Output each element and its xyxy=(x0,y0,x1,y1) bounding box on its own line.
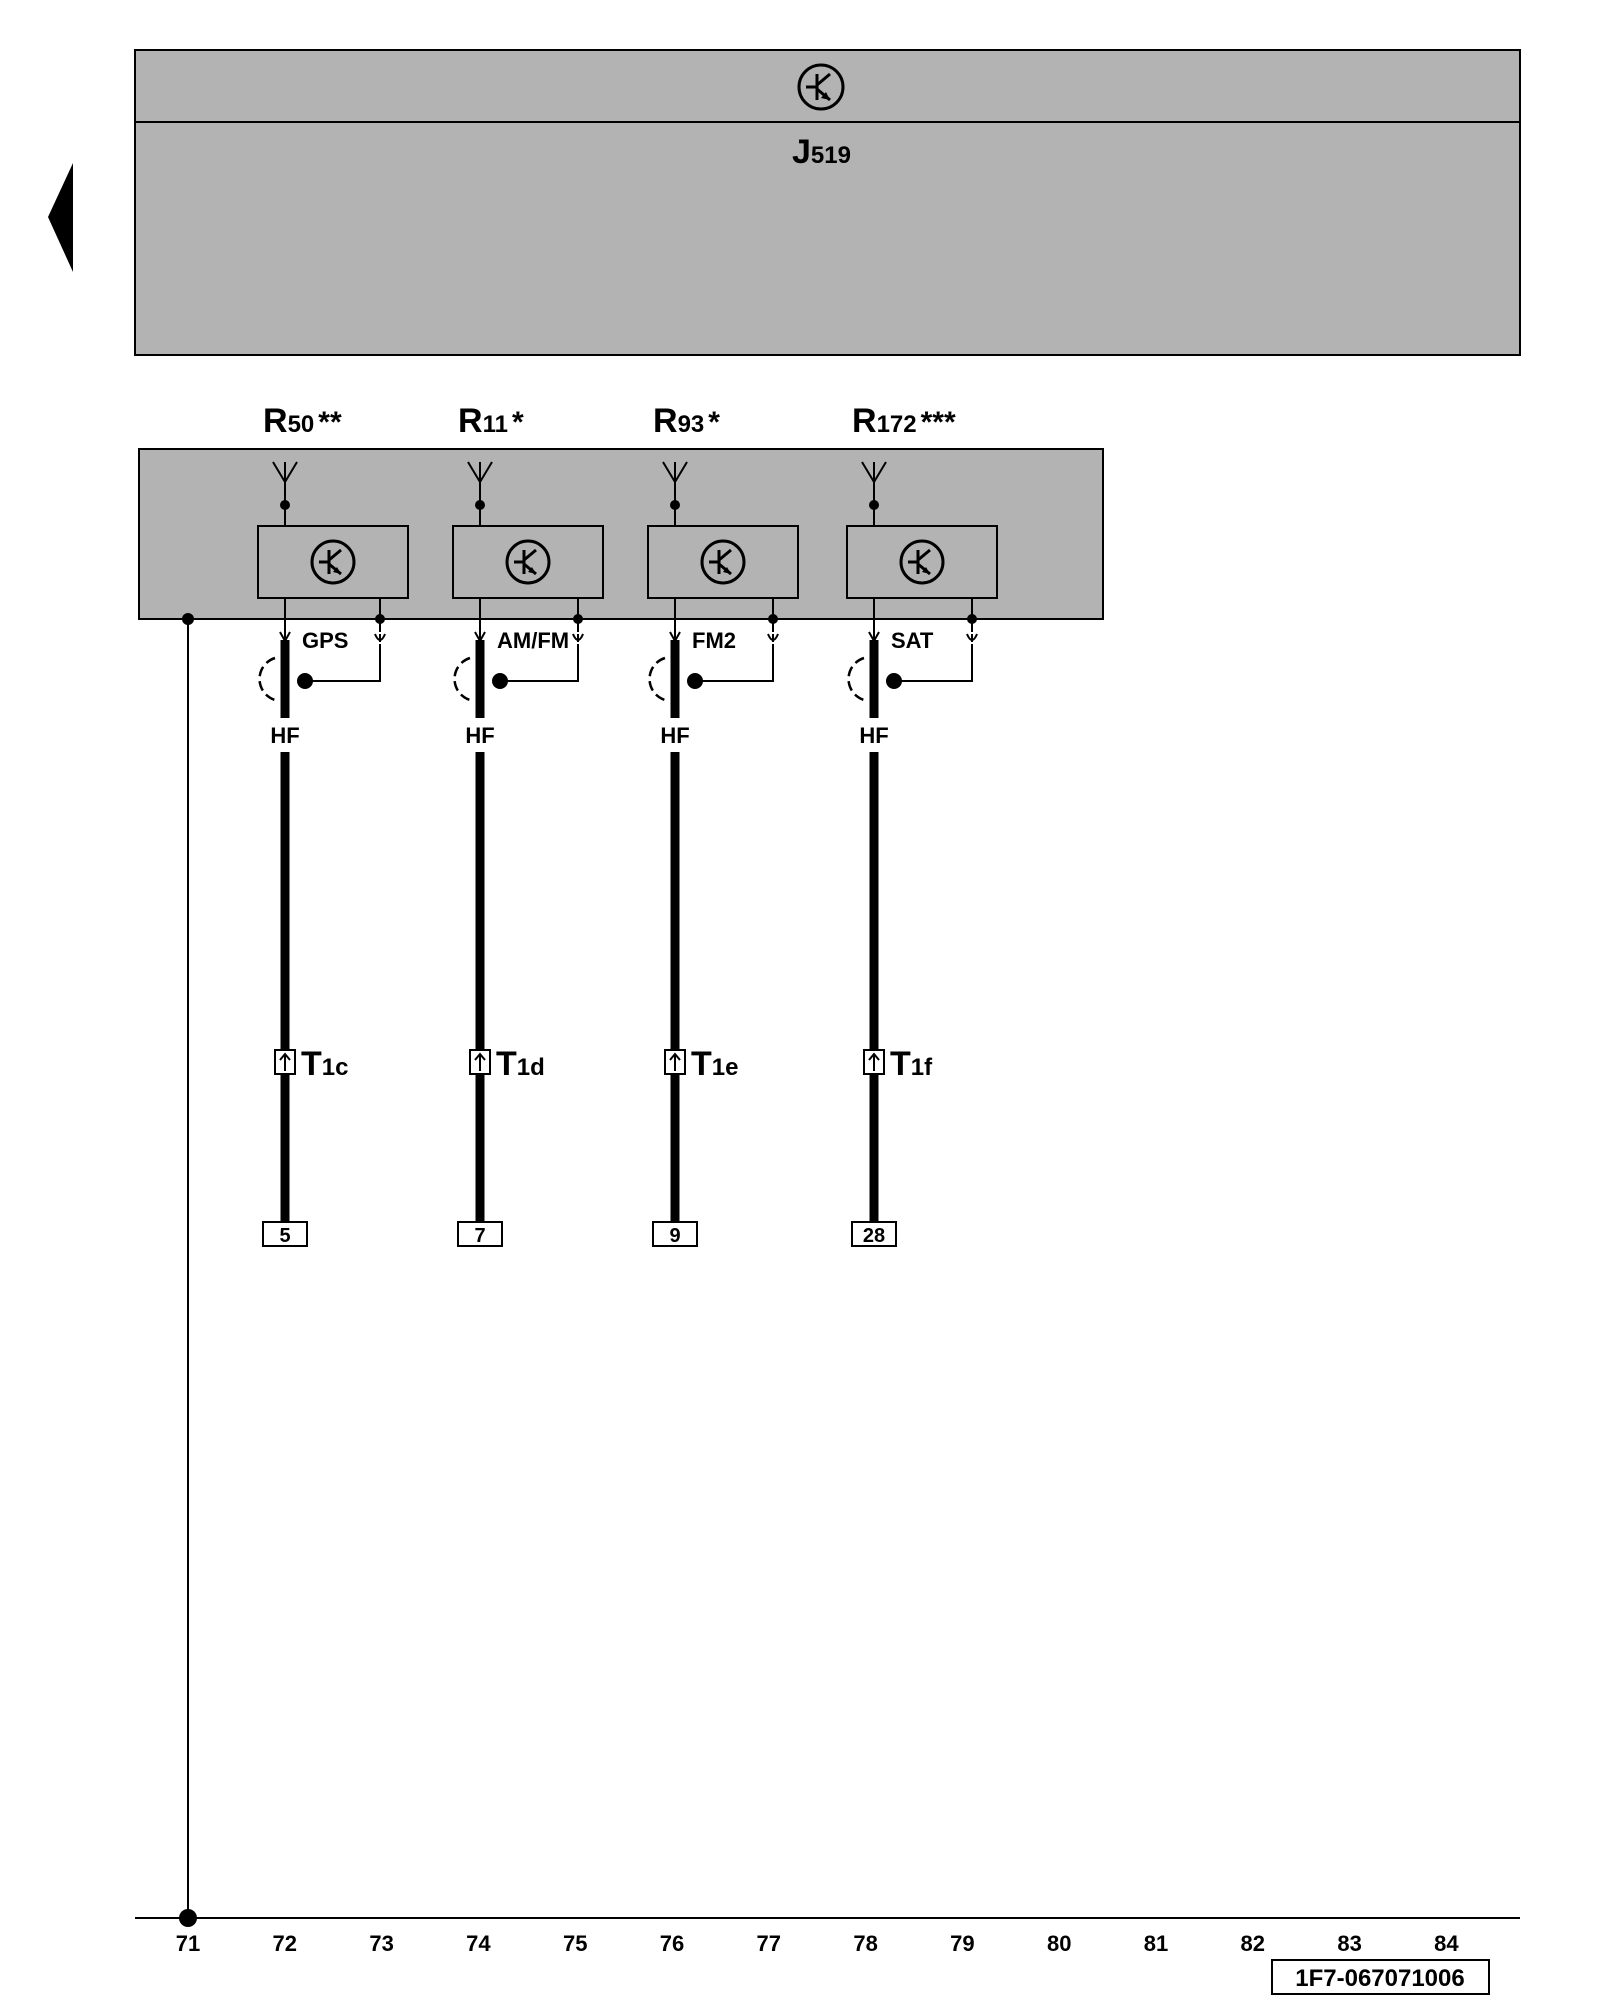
transistor-icon xyxy=(310,539,356,585)
antenna-column-sat: R172*** SAT HF T1f 28 xyxy=(846,402,998,1247)
wire-type-label: HF xyxy=(465,723,494,748)
pin-number: 28 xyxy=(863,1225,885,1247)
transistor-icon xyxy=(899,539,945,585)
connector-icon xyxy=(274,1049,296,1075)
antenna-label: R50** xyxy=(263,402,342,440)
diagram-id: 1F7-067071006 xyxy=(1295,1965,1464,1992)
antenna-icon xyxy=(272,461,298,526)
pin-box xyxy=(262,1221,308,1247)
track-number: 78 xyxy=(853,1931,877,1956)
ground-junction xyxy=(182,613,194,625)
pin-box xyxy=(652,1221,698,1247)
connector-icon xyxy=(863,1049,885,1075)
pin-box xyxy=(851,1221,897,1247)
diagram-id-box: 1F7-067071006 xyxy=(1271,1959,1490,1995)
track-number: 75 xyxy=(563,1931,587,1956)
pin-box xyxy=(457,1221,503,1247)
antenna-label: R93* xyxy=(653,402,720,440)
amplifier-box xyxy=(452,525,604,599)
antenna-label: R11* xyxy=(458,402,524,440)
control-unit-j519: J519 xyxy=(134,49,1521,356)
track-number: 77 xyxy=(757,1931,781,1956)
connector-label: T1c xyxy=(301,1045,348,1083)
antenna-column-amfm: R11* AM/FM HF T1d 7 xyxy=(452,402,604,1247)
wire-type-label: HF xyxy=(859,723,888,748)
amplifier-box xyxy=(257,525,409,599)
track-number: 72 xyxy=(273,1931,297,1956)
track-number: 80 xyxy=(1047,1931,1071,1956)
connector-label: T1e xyxy=(691,1045,738,1083)
signal-label: SAT xyxy=(891,628,934,653)
transistor-icon xyxy=(700,539,746,585)
shield-icon xyxy=(258,656,276,702)
left-arrow-icon[interactable] xyxy=(48,163,73,272)
track-number: 81 xyxy=(1144,1931,1168,1956)
shield-icon xyxy=(648,656,666,702)
pin-number: 5 xyxy=(279,1225,290,1247)
pin-number: 9 xyxy=(669,1225,680,1247)
transistor-icon xyxy=(505,539,551,585)
track-number: 82 xyxy=(1241,1931,1265,1956)
antenna-icon xyxy=(861,461,887,526)
signal-label: GPS xyxy=(302,628,348,653)
track-number: 76 xyxy=(660,1931,684,1956)
track-number: 71 xyxy=(176,1931,200,1956)
wire-type-label: HF xyxy=(270,723,299,748)
track-number: 74 xyxy=(466,1931,491,1956)
track-number: 73 xyxy=(369,1931,393,1956)
signal-label: FM2 xyxy=(692,628,736,653)
antenna-label: R172*** xyxy=(852,402,956,440)
amplifier-box xyxy=(647,525,799,599)
wire-type-label: HF xyxy=(660,723,689,748)
antenna-icon xyxy=(662,461,688,526)
track-number: 79 xyxy=(950,1931,974,1956)
signal-label: AM/FM xyxy=(497,628,569,653)
track-number: 83 xyxy=(1337,1931,1361,1956)
connector-icon xyxy=(469,1049,491,1075)
control-unit-label: J519 xyxy=(792,133,851,171)
transistor-icon xyxy=(797,63,845,111)
track-numbers: 71 72 73 74 75 76 77 78 79 80 81 82 83 84 xyxy=(176,1931,1460,1956)
shield-icon xyxy=(847,656,865,702)
track-number: 84 xyxy=(1434,1931,1459,1956)
connector-label: T1f xyxy=(890,1045,933,1083)
connector-label: T1d xyxy=(496,1045,545,1083)
antenna-column-gps: R50** GPS HF T1c 5 xyxy=(257,402,409,1247)
connector-icon xyxy=(664,1049,686,1075)
amplifier-box xyxy=(846,525,998,599)
shield-icon xyxy=(453,656,471,702)
pin-number: 7 xyxy=(474,1225,485,1247)
antenna-icon xyxy=(467,461,493,526)
